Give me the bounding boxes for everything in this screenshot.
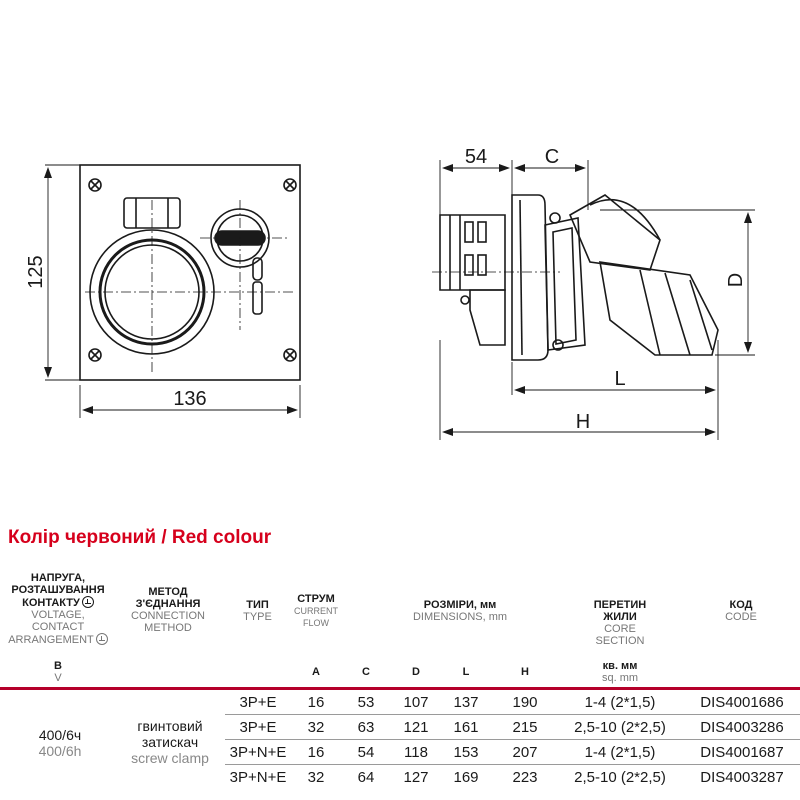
screw-icon <box>88 178 297 362</box>
unit-volt: В V <box>54 660 62 684</box>
voltage-cell: 400/6ч 400/6h <box>38 727 82 759</box>
technical-drawing: 125 136 54 C D L H <box>25 146 755 440</box>
header-voltage: НАПРУГА, РОЗТАШУВАННЯ КОНТАКТУ VOLTAGE, … <box>2 572 114 646</box>
earth-icon <box>95 633 108 645</box>
dim-h-label: H <box>576 411 590 433</box>
dim-d-label: D <box>725 273 747 287</box>
dim-height-label: 125 <box>25 255 47 288</box>
unit-sqmm: кв. мм sq. mm <box>601 660 639 684</box>
dim-l-label: L <box>614 368 625 390</box>
header-dimensions: РОЗМІРИ, мм DIMENSIONS, mm <box>412 599 508 623</box>
unit-d: D <box>412 666 420 678</box>
header-code: КОД CODE <box>725 599 757 623</box>
row-divider <box>225 714 800 715</box>
row-divider <box>225 764 800 765</box>
unit-c: C <box>362 666 370 678</box>
header-core-section: ПЕРЕТИН ЖИЛИ CORE SECTION <box>593 599 647 647</box>
section-title: Колір червоний / Red colour <box>8 527 272 548</box>
front-view <box>44 164 301 418</box>
row-divider <box>225 739 800 740</box>
earth-icon <box>81 596 94 608</box>
dim-54-label: 54 <box>465 146 487 168</box>
header-type: ТИП TYPE <box>243 599 272 623</box>
dim-c-label: C <box>545 146 559 168</box>
header-method: МЕТОД З'ЄДНАННЯ CONNECTION METHOD <box>131 586 205 634</box>
method-cell: гвинтовий затискач screw clamp <box>131 718 209 766</box>
header-divider <box>0 687 800 690</box>
unit-l: L <box>462 666 470 678</box>
dim-width-label: 136 <box>173 388 206 410</box>
header-current: СТРУМ CURRENT FLOW <box>294 593 338 628</box>
side-view <box>432 160 755 440</box>
unit-h: H <box>521 666 529 678</box>
unit-a: A <box>312 666 320 678</box>
